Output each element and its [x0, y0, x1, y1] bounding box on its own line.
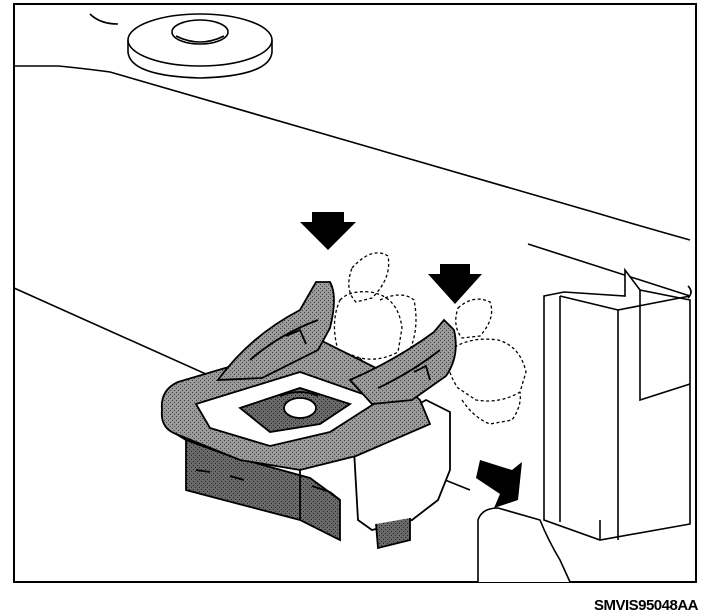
figure-frame	[13, 3, 697, 583]
connector-housing	[160, 281, 457, 550]
press-down-arrow-icon	[300, 212, 356, 250]
figure-reference-code: SMVIS95048AA	[593, 597, 699, 614]
grommet	[127, 13, 273, 79]
press-down-arrow-icon	[428, 264, 482, 304]
mounting-bracket	[543, 267, 692, 541]
push-arrow-icon	[476, 460, 522, 508]
panel-surface	[13, 13, 691, 491]
lower-tab	[477, 507, 571, 583]
